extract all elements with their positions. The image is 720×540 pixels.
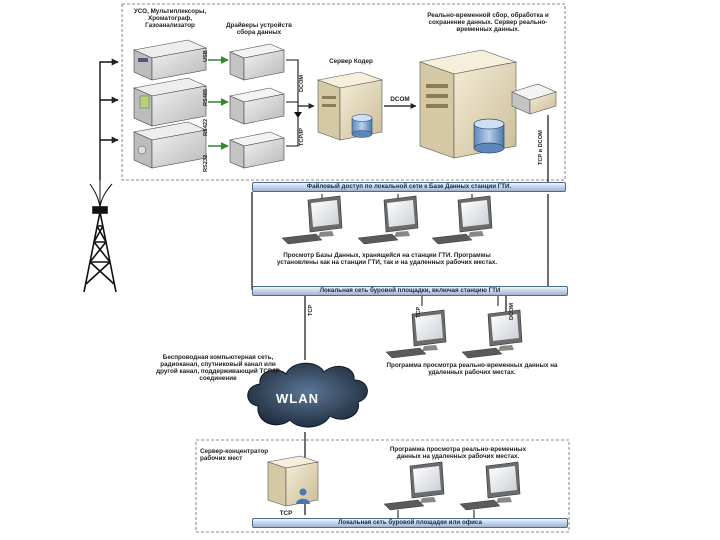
workstation-icon	[357, 195, 419, 245]
db-view-label: Просмотр Базы Данных, хранящейся на стан…	[276, 252, 498, 266]
port-tcp-label: TCP	[279, 510, 293, 517]
workstation-icon	[385, 309, 447, 359]
database-cylinder-icon	[473, 118, 505, 154]
multiplexer-device-icon	[132, 39, 208, 81]
driver-box-icon	[228, 131, 286, 169]
rig-equipment-boundary	[121, 3, 566, 181]
port-usb-label: USB	[203, 50, 209, 62]
driver-box-icon	[228, 43, 286, 81]
database-cylinder-icon	[351, 114, 373, 138]
storage-device-icon	[511, 83, 557, 115]
wlan-label: WLAN	[276, 391, 319, 406]
gas-analyzer-device-icon	[132, 121, 208, 169]
lan-office-bus: Локальная сеть буровой площадки или офис…	[252, 518, 568, 528]
workstation-icon	[383, 461, 445, 511]
port-dcom-label: DCOM	[509, 302, 515, 320]
concentrator-label: Сервер-концентратор рабочих мест	[200, 448, 269, 462]
port-tcp-label: TCP	[416, 306, 422, 318]
workstation-icon	[461, 309, 523, 359]
port-rs232-label: RS232	[203, 154, 209, 172]
server-coder-label: Сервер Кодер	[329, 58, 373, 65]
port-dcom-label: DCOM	[299, 74, 305, 92]
workstation-icon	[281, 195, 343, 245]
workstation-icon	[459, 461, 521, 511]
server-coder-icon	[316, 71, 384, 141]
office-boundary	[195, 439, 570, 533]
drilling-rig-icon	[83, 180, 117, 293]
wlan-cloud-icon	[247, 362, 368, 428]
sensor-cables	[99, 61, 118, 180]
concentrator-server-icon	[266, 455, 320, 507]
port-tcpip-label: TCP/IP	[299, 127, 305, 146]
drivers-label: Драйверы устройств сбора данных	[226, 22, 292, 36]
driver-box-icon	[228, 87, 286, 125]
port-tcp-label: TCP	[308, 304, 314, 316]
port-dcom-h-label: DCOM	[390, 96, 410, 103]
realtime-view-label: Программа просмотра реально-временных да…	[386, 362, 558, 376]
sensors-group-label: УСО, Мультиплексоры, Хроматограф, Газоан…	[133, 8, 207, 29]
chromatograph-device-icon	[132, 77, 208, 127]
port-rs485-label: RS485	[203, 88, 209, 106]
file-access-bus: Файловый доступ по локальной сети к Базе…	[252, 182, 566, 192]
wireless-label: Беспроводная компьютерная сеть, радиокан…	[156, 354, 280, 382]
port-tcp-dcom-label: TCP и DCOM	[538, 130, 544, 165]
workstation-icon	[431, 195, 493, 245]
port-rs422-label: RS422	[203, 118, 209, 136]
lan-drill-bus: Локальная сеть буровой площадки, включая…	[252, 286, 568, 296]
remote-view-label: Программа просмотра реально-временных да…	[389, 446, 527, 460]
realtime-server-label: Реально-временной сбор, обработка и сохр…	[427, 12, 549, 33]
user-icon	[296, 488, 310, 504]
